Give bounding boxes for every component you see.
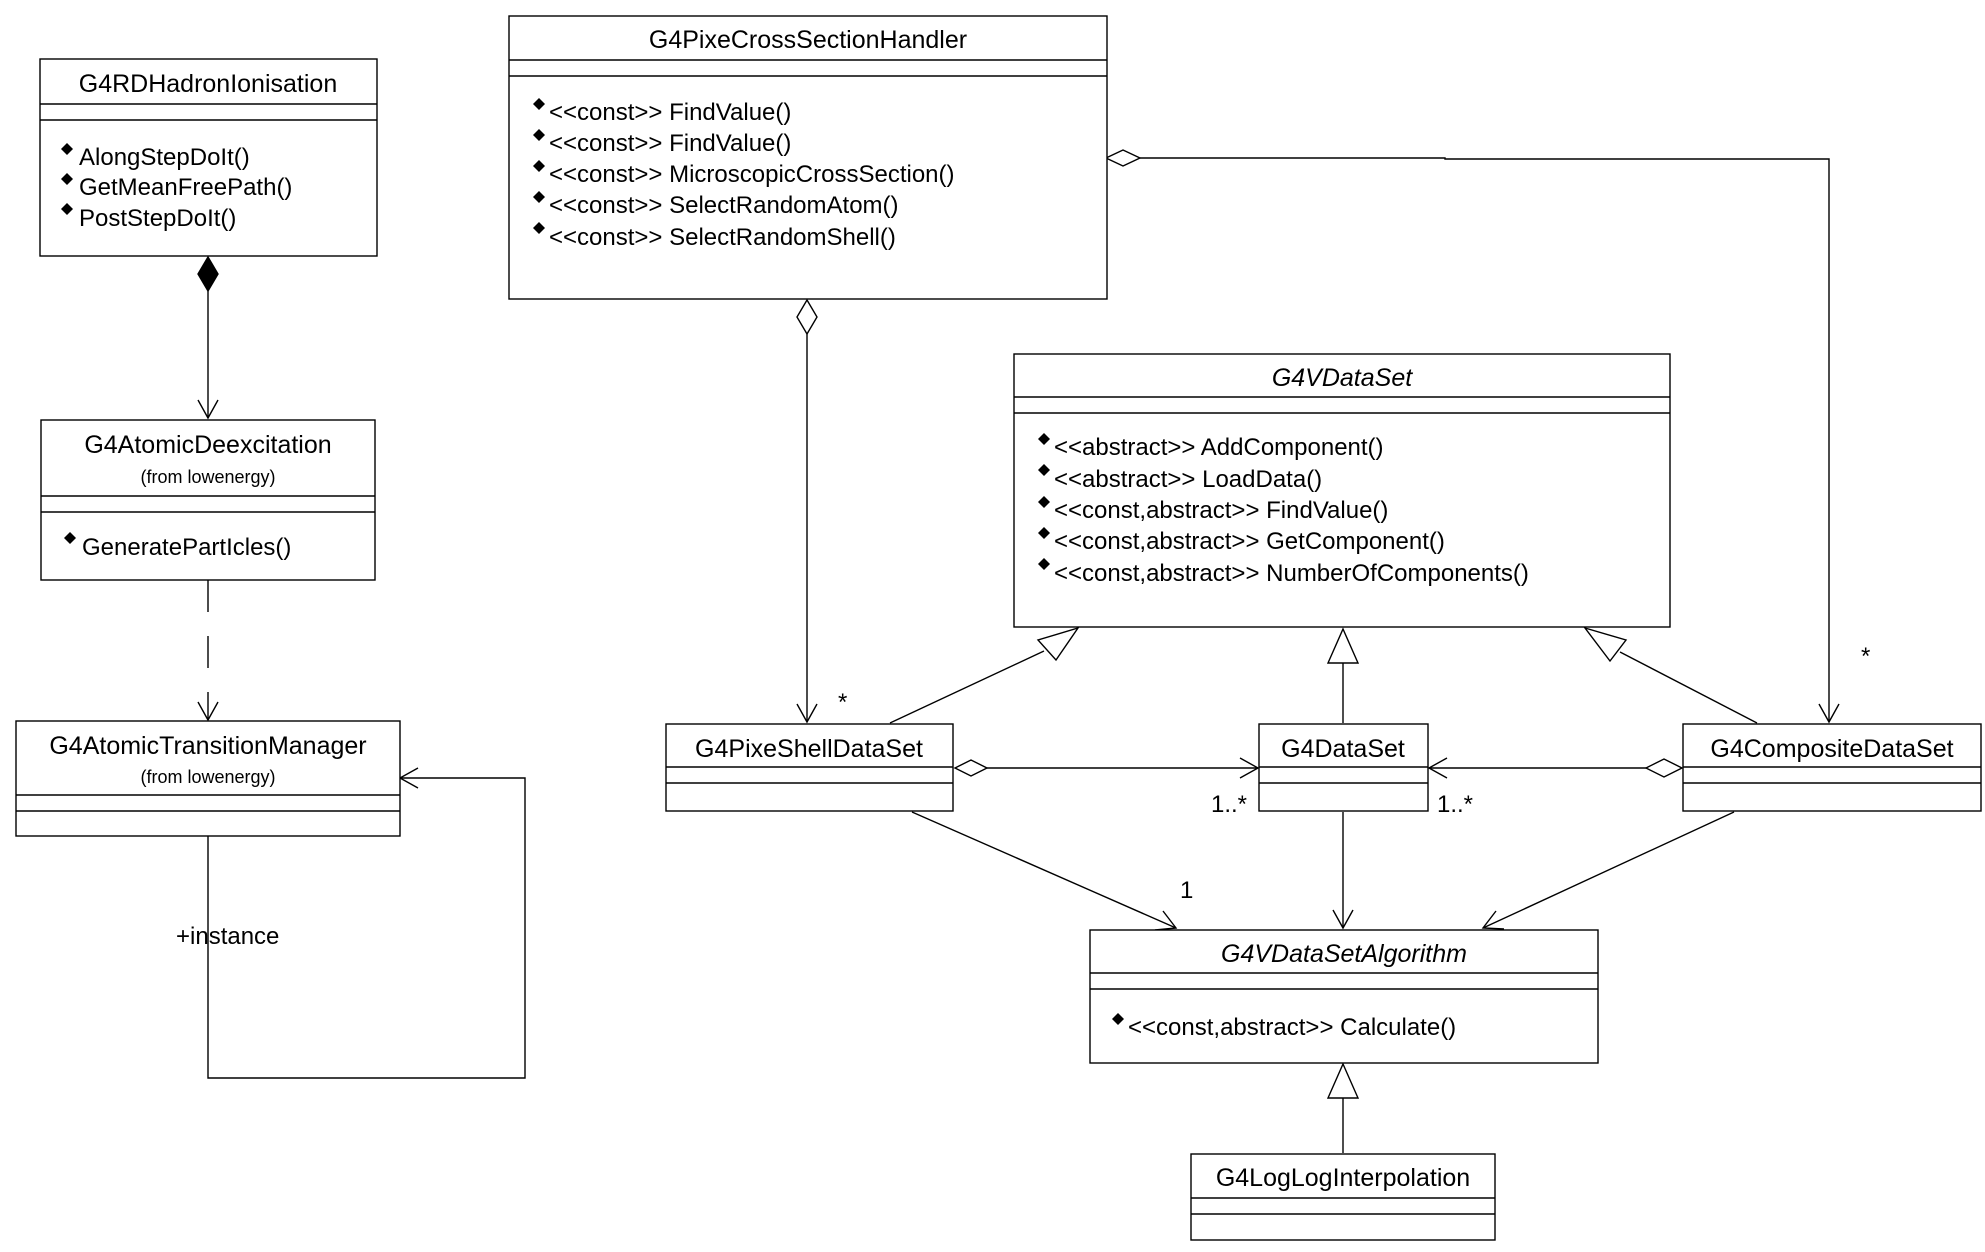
arrowhead: [1332, 909, 1354, 930]
multiplicity-label: 1: [1180, 877, 1193, 904]
operation: AlongStepDoIt(): [79, 144, 250, 171]
multiplicity-label: 1..*: [1211, 791, 1247, 818]
class-g4pixeshelldataset[interactable]: G4PixeShellDataSet: [665, 723, 954, 812]
operation: <<const>> MicroscopicCrossSection(): [549, 161, 955, 188]
generalization-triangle: [1326, 1062, 1360, 1099]
class-g4pixecrosssectionhandler[interactable]: G4PixeCrossSectionHandler <<const>> Find…: [508, 15, 1108, 300]
class-name: G4LogLogInterpolation: [1216, 1164, 1470, 1192]
class-name: G4CompositeDataSet: [1710, 735, 1953, 763]
operation: PostStepDoIt(): [79, 205, 236, 232]
operation: GetMeanFreePath(): [79, 174, 292, 201]
operation: <<const>> FindValue(): [549, 99, 791, 126]
association-line: [1482, 811, 1735, 929]
arrowhead: [197, 399, 219, 420]
operation-icon: [533, 222, 545, 234]
operation-icon: [1038, 527, 1050, 539]
operation: <<const,abstract>> FindValue(): [1054, 497, 1388, 524]
arrowhead: [197, 701, 219, 722]
class-g4dataset[interactable]: G4DataSet: [1258, 723, 1429, 812]
class-name: G4VDataSetAlgorithm: [1221, 940, 1467, 968]
class-name: G4AtomicDeexcitation: [84, 431, 331, 459]
generalization-triangle: [1326, 627, 1360, 664]
multiplicity-label: *: [838, 689, 847, 716]
arrowhead: [796, 703, 818, 724]
aggregation-diamond: [953, 759, 989, 777]
generalization-triangle: [1036, 626, 1080, 662]
operation-icon: [1038, 464, 1050, 476]
class-g4logloginterpolation[interactable]: G4LogLogInterpolation: [1190, 1153, 1496, 1241]
class-name: G4DataSet: [1281, 735, 1405, 763]
operation: <<const,abstract>> GetComponent(): [1054, 528, 1445, 555]
operation-icon: [61, 173, 73, 185]
multiplicity-label: *: [1861, 643, 1870, 670]
arrowhead: [1427, 757, 1448, 779]
aggregation-diamond: [1104, 149, 1142, 167]
composition-diamond: [197, 255, 219, 293]
generalization-triangle: [1583, 626, 1628, 663]
class-g4atomictransitionmanager[interactable]: G4AtomicTransitionManager (from lowenerg…: [15, 720, 401, 837]
class-g4vdatasetalgorithm[interactable]: G4VDataSetAlgorithm <<const,abstract>> C…: [1089, 929, 1599, 1064]
operation: <<const,abstract>> NumberOfComponents(): [1054, 560, 1529, 587]
aggregation-diamond: [1644, 758, 1684, 778]
class-g4atomicdeexcitation[interactable]: G4AtomicDeexcitation (from lowenergy) Ge…: [40, 419, 376, 581]
operation-icon: [1038, 496, 1050, 508]
operation-icon: [533, 160, 545, 172]
operation: <<const,abstract>> Calculate(): [1128, 1014, 1456, 1041]
aggregation-diamond: [796, 298, 818, 336]
class-g4rdhadronionisation[interactable]: G4RDHadronIonisation AlongStepDoIt() Get…: [39, 58, 378, 257]
package-label: (from lowenergy): [140, 467, 275, 487]
operation-icon: [61, 143, 73, 155]
operation: <<abstract>> AddComponent(): [1054, 434, 1384, 461]
arrowhead: [1818, 703, 1840, 724]
operation: <<const>> SelectRandomAtom(): [549, 192, 899, 219]
operation-icon: [1038, 558, 1050, 570]
arrowhead: [1239, 757, 1260, 779]
operation-icon: [1038, 433, 1050, 445]
package-label: (from lowenergy): [140, 767, 275, 787]
class-g4compositedataset[interactable]: G4CompositeDataSet: [1682, 723, 1982, 812]
operation-icon: [64, 532, 76, 544]
association-line: [911, 811, 1177, 929]
class-name: G4PixeShellDataSet: [695, 735, 923, 763]
class-name: G4RDHadronIonisation: [79, 70, 337, 98]
class-name: G4PixeCrossSectionHandler: [649, 26, 967, 54]
operation: <<const>> FindValue(): [549, 130, 791, 157]
operation: <<const>> SelectRandomShell(): [549, 224, 896, 251]
operation-icon: [533, 98, 545, 110]
class-g4vdataset[interactable]: G4VDataSet <<abstract>> AddComponent() <…: [1013, 353, 1671, 628]
generalization-line: [889, 650, 1045, 724]
class-name: G4VDataSet: [1272, 364, 1413, 392]
self-association-line: [207, 777, 526, 1079]
operation-icon: [61, 203, 73, 215]
class-name: G4AtomicTransitionManager: [49, 732, 366, 760]
role-label: +instance: [176, 923, 279, 950]
aggregation-line: [1140, 157, 1830, 722]
operation-icon: [533, 191, 545, 203]
operation: <<abstract>> LoadData(): [1054, 466, 1322, 493]
operation-icon: [1112, 1013, 1124, 1025]
generalization-line: [1619, 651, 1758, 724]
operation-icon: [533, 129, 545, 141]
arrowhead: [1481, 910, 1505, 930]
multiplicity-label: 1..*: [1437, 791, 1473, 818]
operation: GeneratePartIcles(): [82, 534, 291, 561]
